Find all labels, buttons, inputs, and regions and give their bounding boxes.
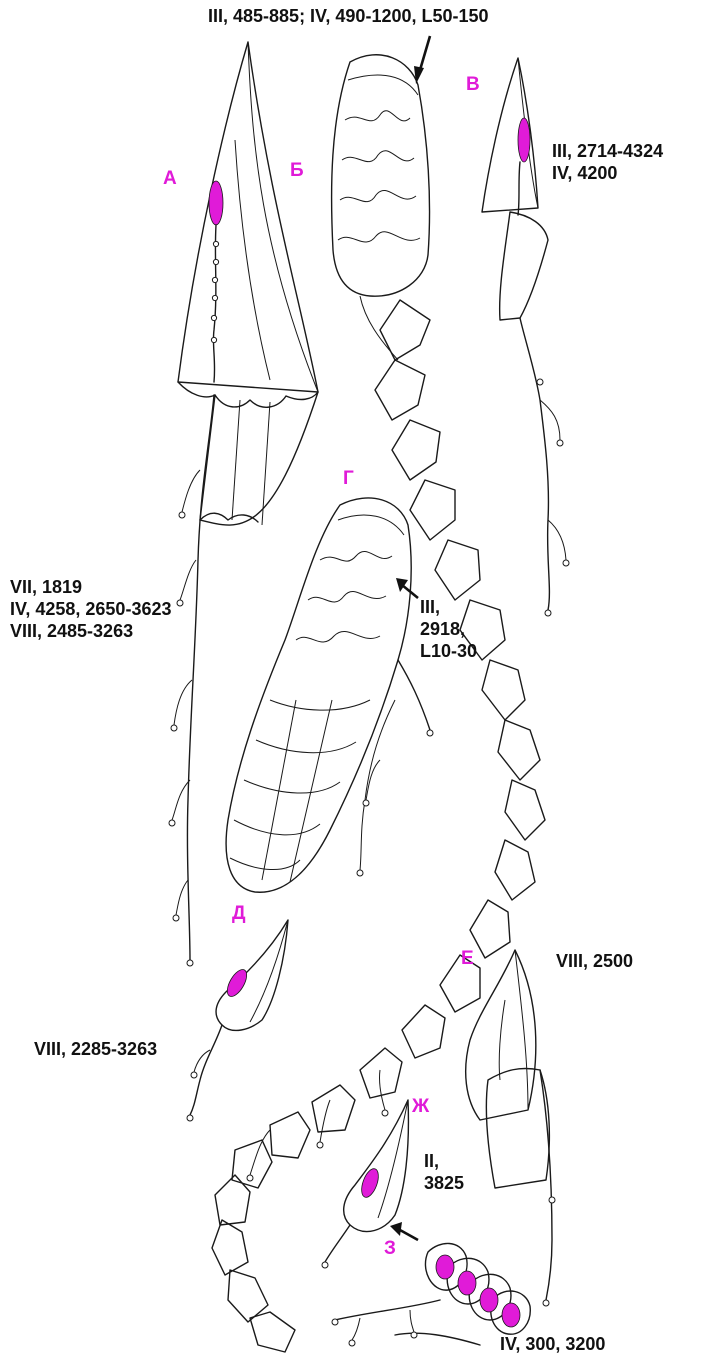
annotation-g-line3: L10-30	[420, 640, 477, 662]
annotation-g-line2: 2918,	[420, 618, 477, 640]
panel-v-letter: В	[466, 74, 480, 96]
annotation-zh-line2: 3825	[424, 1172, 464, 1194]
arrow-g	[396, 578, 418, 598]
panel-d-letter: Д	[232, 903, 246, 925]
panel-e-drawing	[466, 950, 555, 1306]
panel-e-letter: Е	[461, 948, 474, 970]
arrow-top	[414, 36, 430, 84]
annotation-zh-line1: II,	[424, 1150, 464, 1172]
annotation-zh: II, 3825	[424, 1150, 464, 1194]
annotation-left: VII, 1819 IV, 4258, 2650-3623 VIII, 2485…	[10, 576, 171, 642]
annotation-v-line1: III, 2714-4324	[552, 140, 663, 162]
annotation-z: IV, 300, 3200	[500, 1333, 605, 1355]
annotation-d: VIII, 2285-3263	[34, 1038, 157, 1060]
annotation-g-line1: III,	[420, 596, 477, 618]
panel-g-letter: Г	[343, 468, 354, 490]
panel-d-drawing	[187, 920, 288, 1121]
annotation-e: VIII, 2500	[556, 950, 633, 972]
panel-z-drawing	[332, 1243, 530, 1346]
annotation-left-line2: IV, 4258, 2650-3623	[10, 598, 171, 620]
panel-a-letter: А	[163, 168, 177, 190]
annotation-v-line2: IV, 4200	[552, 162, 663, 184]
annotation-g: III, 2918, L10-30	[420, 596, 477, 662]
panel-z-letter: З	[384, 1238, 396, 1260]
annotation-v: III, 2714-4324 IV, 4200	[552, 140, 663, 184]
annotation-left-line1: VII, 1819	[10, 576, 171, 598]
panel-zh-letter: Ж	[412, 1096, 429, 1118]
panel-b-letter: Б	[290, 160, 304, 182]
panel-g-drawing	[226, 498, 433, 892]
annotation-top: III, 485-885; IV, 490-1200, L50-150	[208, 5, 489, 27]
panel-b-drawing	[212, 55, 545, 1352]
annotation-left-line3: VIII, 2485-3263	[10, 620, 171, 642]
